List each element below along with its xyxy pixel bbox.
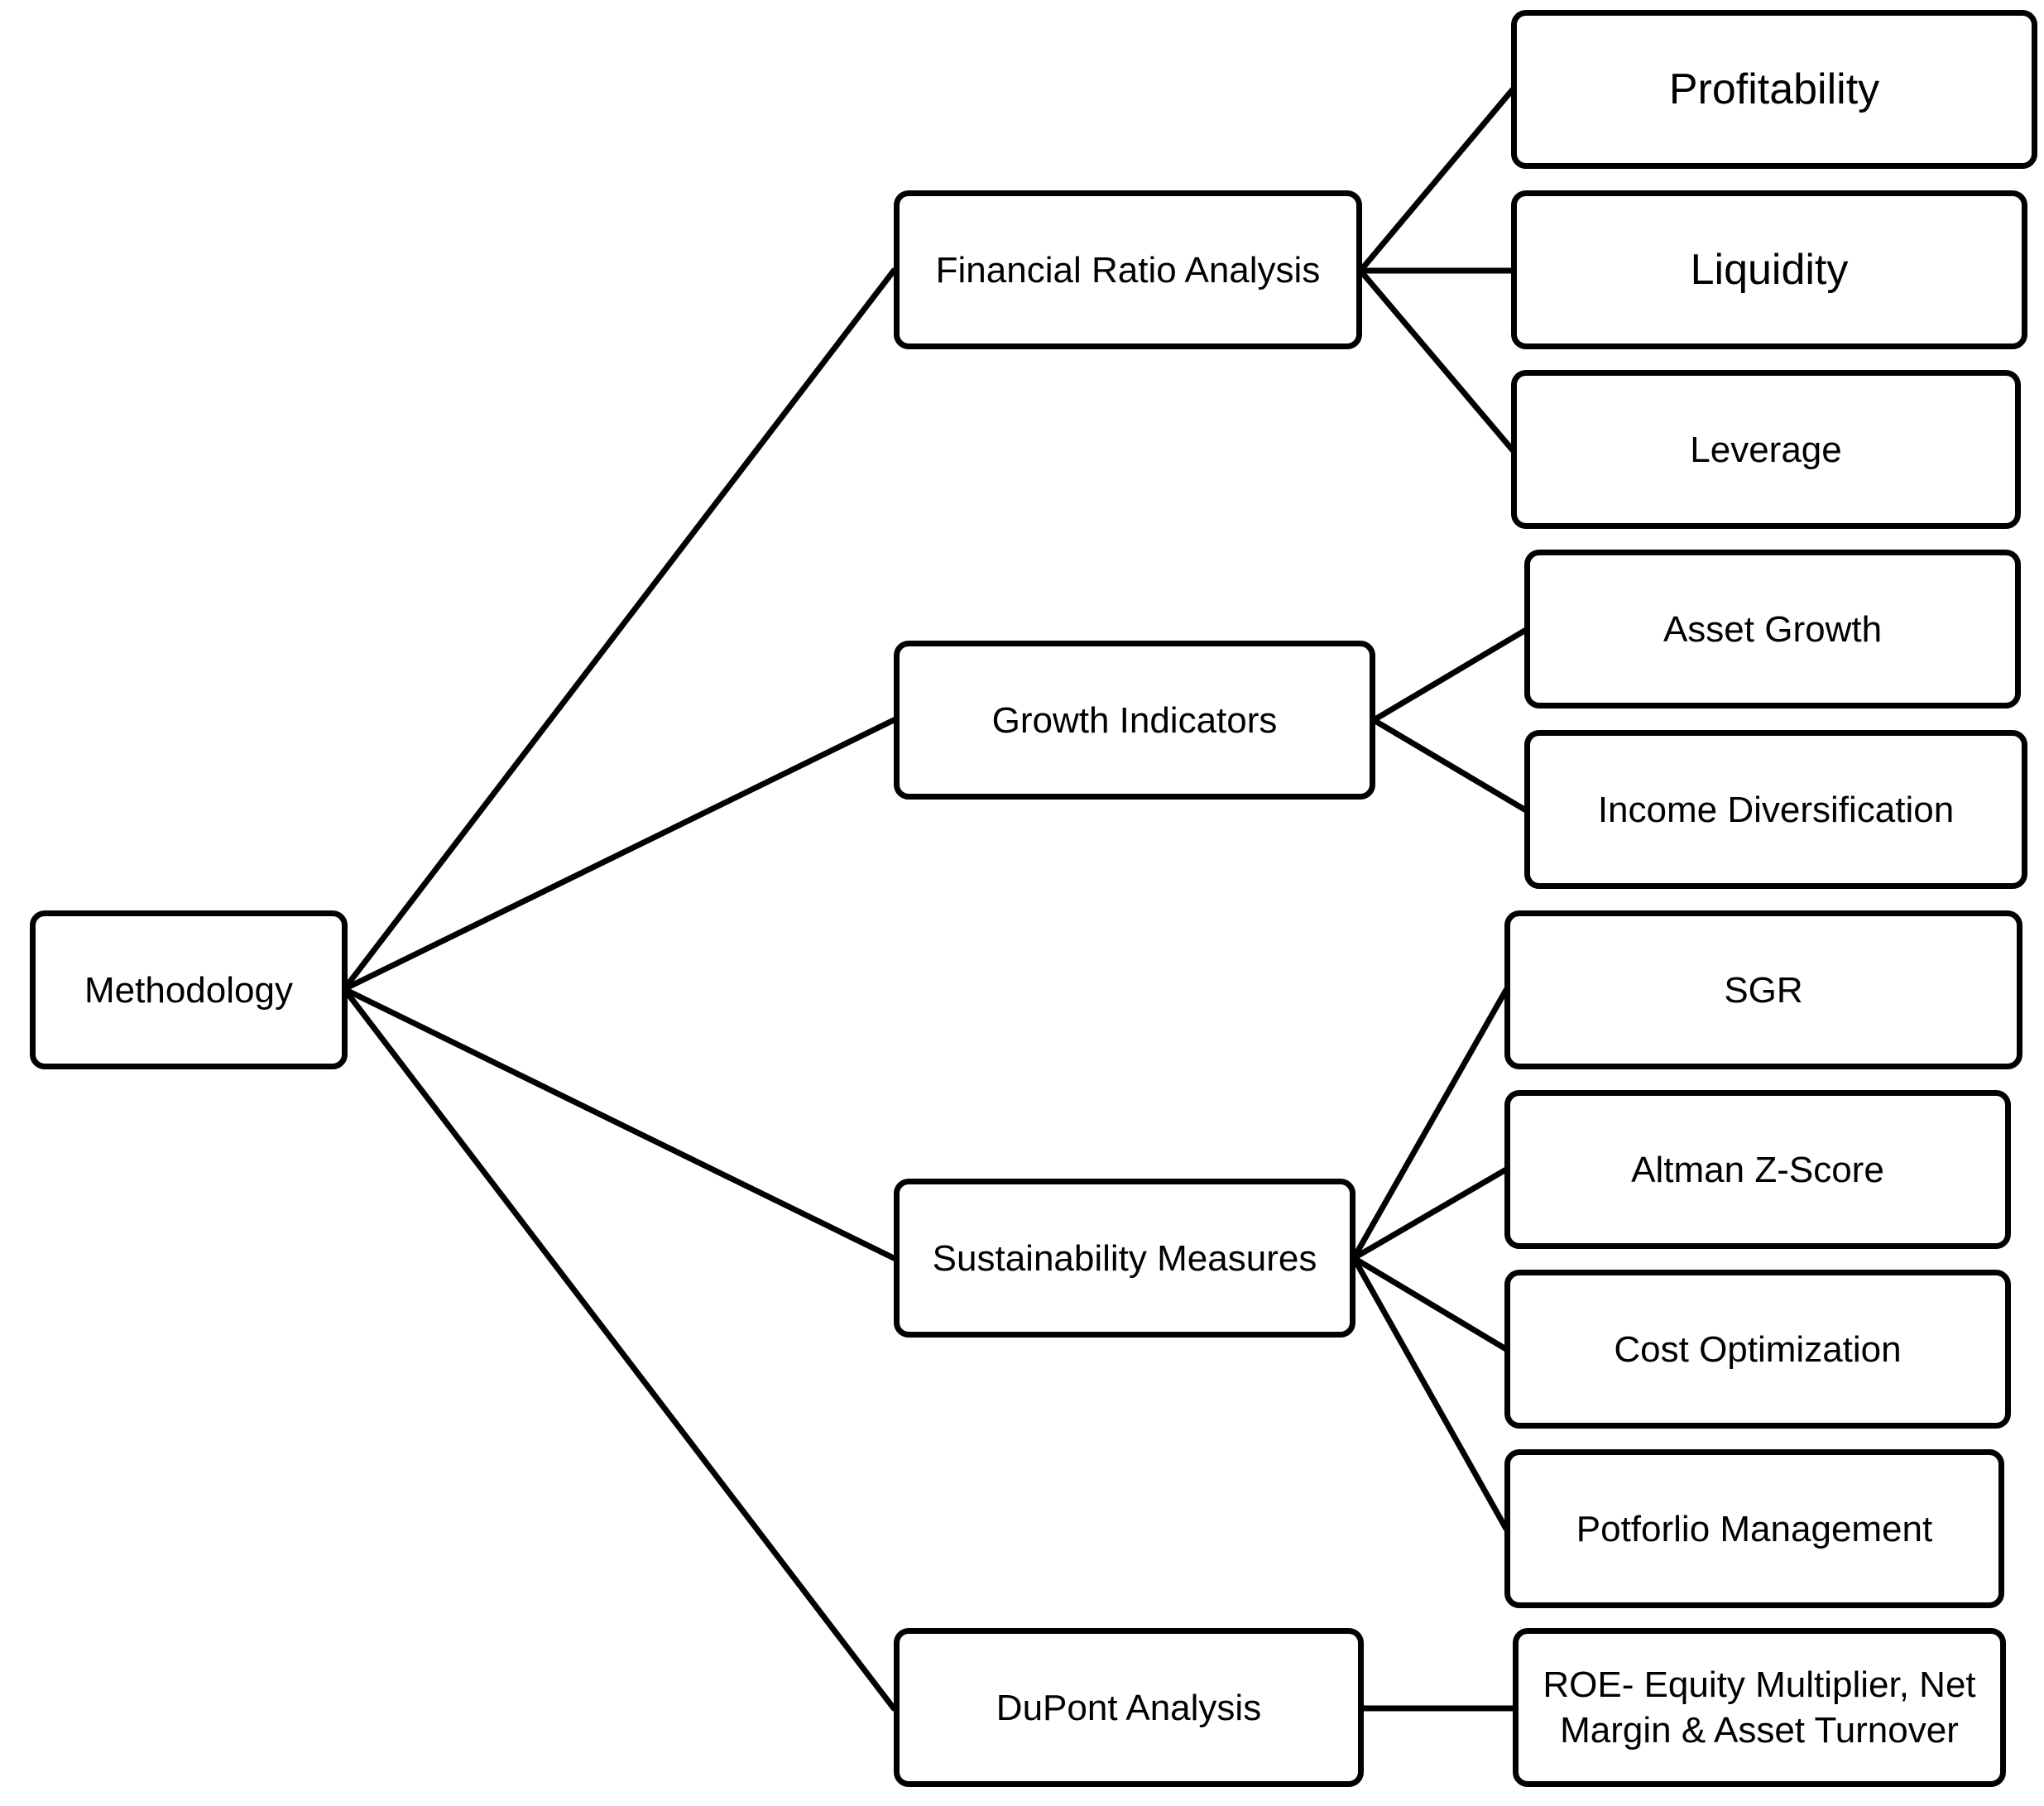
node-portfolio-management: Potforlio Management [1504,1449,2004,1608]
connector-sustainability-sgr [1351,987,1509,1261]
node-sustainability-measures: Sustainability Measures [894,1179,1355,1338]
node-sgr: SGR [1504,910,2022,1069]
connector-sustainability-altman [1351,1166,1509,1261]
node-income-diversification: Income Diversification [1524,730,2027,889]
root-node-methodology: Methodology [30,910,348,1069]
node-altman-z-score: Altman Z-Score [1504,1090,2011,1249]
node-profitability: Profitability [1511,10,2037,169]
connector-root-dupont [341,986,897,1712]
connector-root-growth [341,717,897,992]
node-growth-indicators: Growth Indicators [894,641,1375,800]
connector-sustainability-cost [1351,1255,1509,1352]
connector-root-financial-ratio [341,267,897,992]
node-cost-optimization: Cost Optimization [1504,1270,2011,1429]
node-financial-ratio-analysis: Financial Ratio Analysis [894,190,1362,349]
connector-sustainability-portfolio [1351,1255,1509,1532]
connector-financial-profitability [1357,86,1516,274]
connector-growth-income-diversification [1370,717,1529,814]
node-liquidity: Liquidity [1511,190,2027,349]
connector-financial-leverage [1357,267,1516,454]
connector-growth-asset-growth [1370,627,1529,723]
node-roe-components: ROE- Equity Multiplier, Net Margin & Ass… [1513,1628,2006,1787]
node-asset-growth: Asset Growth [1524,550,2021,708]
node-dupont-analysis: DuPont Analysis [894,1628,1364,1787]
node-leverage: Leverage [1511,370,2021,529]
connector-root-sustainability [341,986,897,1261]
